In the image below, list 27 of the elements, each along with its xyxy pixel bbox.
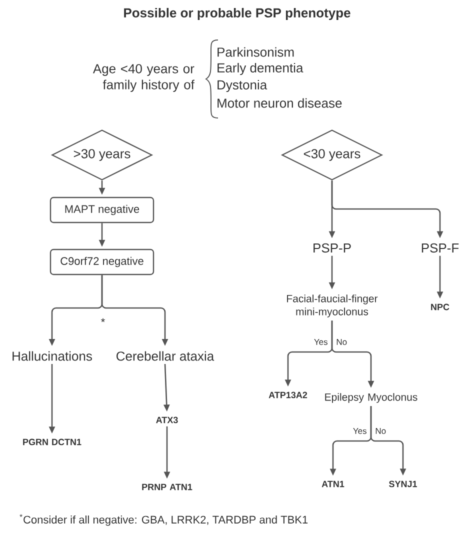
symptom-text: Early dementia [218,62,304,76]
gene-text: PGRN DCTN1 [23,438,82,446]
symptom-text: Parkinsonism [218,47,294,57]
process-box: C9orf72 negative [50,248,154,276]
condition-text: Age <40 years or family history of [92,64,194,92]
gene-text: ATX3 [156,416,178,424]
gene-text: NPC [431,304,450,310]
edge-label: No [376,428,386,434]
question-text: Epilepsy Myoclonus [325,393,418,403]
title: Possible or probable PSP phenotype [124,8,350,20]
question-text: Facial-faucial-finger mini-myoclonus [287,294,378,318]
gene-text: ATP13A2 [268,392,308,398]
footnote-mark: * [101,318,105,322]
symptom-text: Dystonia [218,80,268,92]
gene-text: SYNJ1 [389,480,417,488]
edge-label: No [336,339,347,345]
gene-text: PRNP ATN1 [142,484,192,490]
footnote: $^{*}$Consider if all negative: GBA, LRRK2, TARDBP and TBK1 [20,514,308,526]
outcome-text: Hallucinations [12,351,92,361]
edge-label: Yes [314,339,328,345]
symptom-text: Motor neuron disease [218,98,342,108]
outcome-text: Cerebellar ataxia [116,351,214,361]
edge-label: Yes [353,428,366,434]
process-box: MAPT negative [50,196,154,224]
gene-text: ATN1 [322,480,344,488]
outcome-text: PSP-F [422,243,459,253]
outcome-text: PSP-P [314,243,351,253]
